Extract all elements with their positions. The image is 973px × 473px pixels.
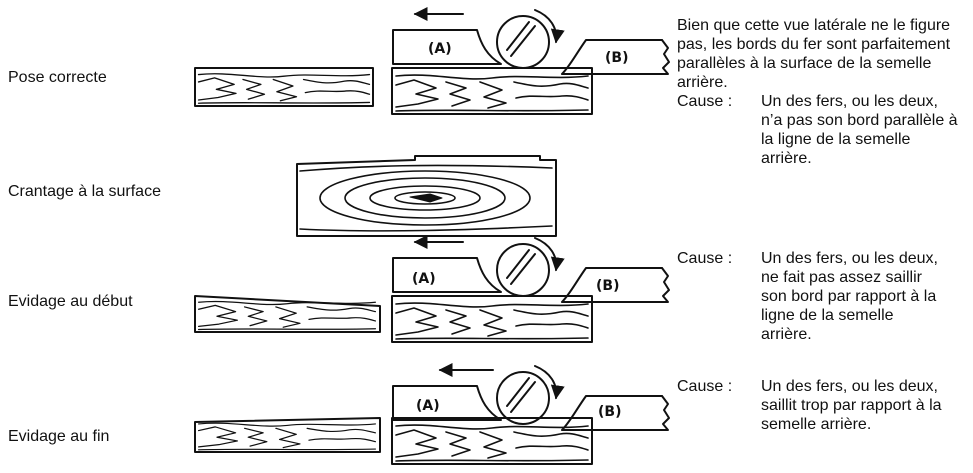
illustration-evidage-debut: (A) (B) bbox=[194, 235, 670, 343]
illustration-evidage-fin: (A) (B) bbox=[194, 363, 670, 465]
cause-word: Cause : bbox=[677, 93, 733, 110]
cause-text-3: Un des fers, ou les deux, saillit trop p… bbox=[761, 378, 942, 433]
knife-label-b: (B) bbox=[596, 278, 619, 294]
cause-word: Cause : bbox=[677, 250, 733, 267]
label-pose-correcte: Pose correcte bbox=[8, 69, 107, 86]
cause-block-3: Cause : Un des fers, ou les deux, sailli… bbox=[677, 377, 967, 467]
knife-label-b: (B) bbox=[605, 50, 628, 66]
illustration-pose-correcte: (A) (B) bbox=[194, 7, 670, 115]
cause-block-1: Cause : Un des fers, ou les deux, n’a pa… bbox=[677, 92, 967, 192]
illustration-crantage bbox=[296, 155, 557, 237]
knife-label-a: (A) bbox=[416, 398, 440, 414]
cause-text-1: Un des fers, ou les deux, n’a pas son bo… bbox=[761, 93, 958, 167]
knife-label-a: (A) bbox=[428, 41, 452, 57]
knife-label-a: (A) bbox=[412, 271, 436, 287]
cause-block-2: Cause : Un des fers, ou les deux, ne fai… bbox=[677, 249, 967, 369]
label-evidage-fin: Evidage au fin bbox=[8, 428, 110, 445]
knife-label-b: (B) bbox=[598, 404, 621, 420]
label-evidage-debut: Evidage au début bbox=[8, 293, 133, 310]
label-crantage: Crantage à la surface bbox=[8, 183, 161, 200]
note-intro: Bien que cette vue latérale ne le figure… bbox=[677, 17, 951, 91]
cause-text-2: Un des fers, ou les deux, ne fait pas as… bbox=[761, 250, 938, 343]
cause-word: Cause : bbox=[677, 378, 733, 395]
